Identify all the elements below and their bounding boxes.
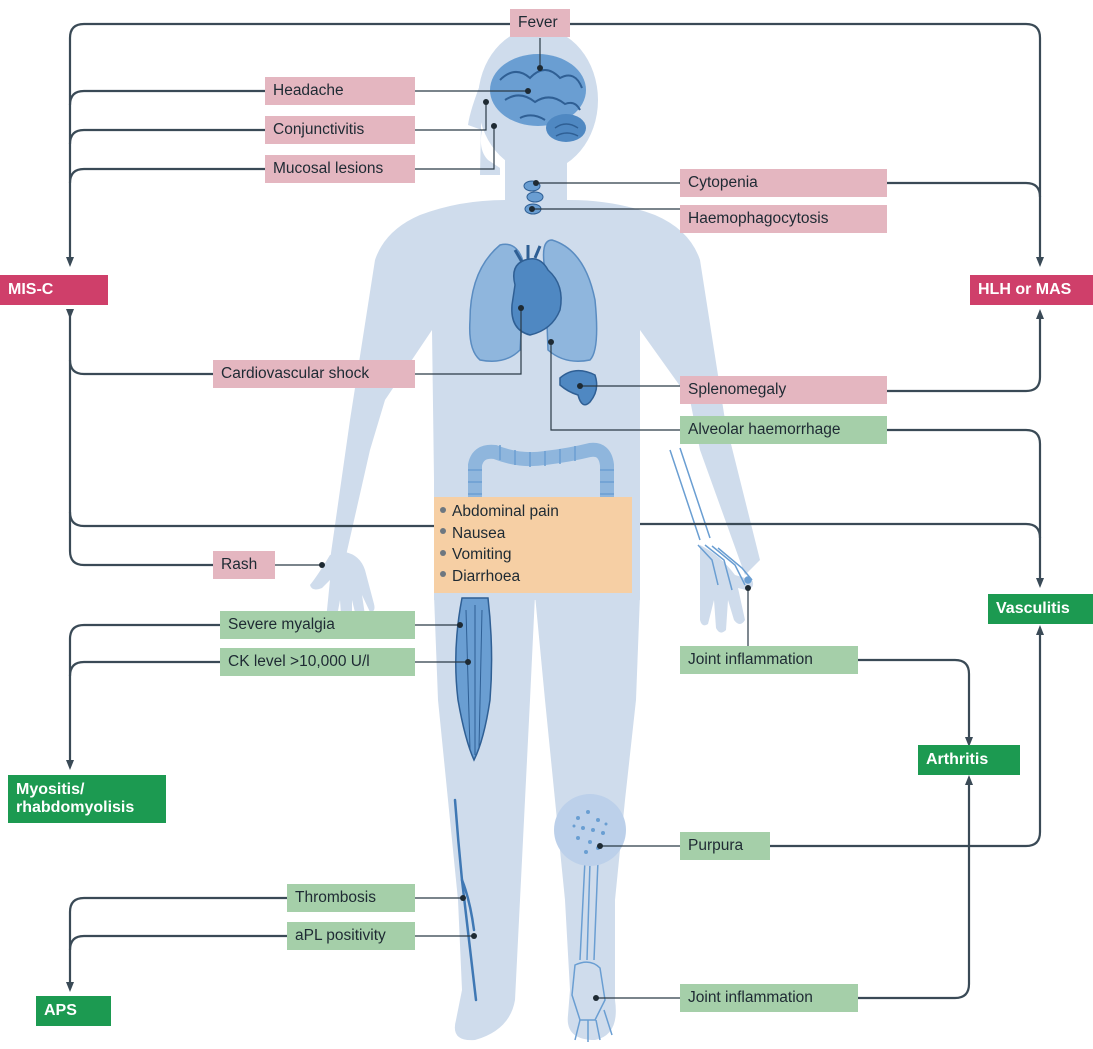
gi-symptom-label: Diarrhoea <box>452 568 520 585</box>
outcome-myositis-line2: rhabdomyolisis <box>16 799 158 817</box>
feature-conjunctivitis: Conjunctivitis <box>265 116 415 144</box>
feature-alveolar-haemorrhage: Alveolar haemorrhage <box>680 416 887 444</box>
gi-symptom-label: Nausea <box>452 525 505 542</box>
feature-rash: Rash <box>213 551 275 579</box>
gi-symptom-label: Vomiting <box>452 546 511 563</box>
bullet-icon <box>440 528 446 534</box>
feature-purpura: Purpura <box>680 832 770 860</box>
bullet-icon <box>440 571 446 577</box>
feature-cytopenia: Cytopenia <box>680 169 887 197</box>
feature-fever: Fever <box>510 9 570 37</box>
feature-headache: Headache <box>265 77 415 105</box>
feature-joint-inflammation-lower: Joint inflammation <box>680 984 858 1012</box>
gi-symptom-item: Abdominal pain <box>440 501 626 523</box>
gi-symptom-item: Diarrhoea <box>440 566 626 588</box>
feature-splenomegaly: Splenomegaly <box>680 376 887 404</box>
gi-symptom-label: Abdominal pain <box>452 503 559 520</box>
outcome-myositis-line1: Myositis/ <box>16 781 158 799</box>
gi-symptom-item: Vomiting <box>440 544 626 566</box>
feature-joint-inflammation-upper: Joint inflammation <box>680 646 858 674</box>
outcome-arthritis: Arthritis <box>918 745 1020 775</box>
purpura-icon <box>554 794 626 866</box>
feature-haemophagocytosis: Haemophagocytosis <box>680 205 887 233</box>
outcome-aps: APS <box>36 996 111 1026</box>
outcome-vasculitis: Vasculitis <box>988 594 1093 624</box>
feature-apl-positivity: aPL positivity <box>287 922 415 950</box>
feature-cardiovascular-shock: Cardiovascular shock <box>213 360 415 388</box>
gi-symptoms-box: Abdominal pain Nausea Vomiting Diarrhoea <box>434 497 632 593</box>
outcome-hlh-or-mas: HLH or MAS <box>970 275 1093 305</box>
outcome-myositis-rhabdomyolysis: Myositis/ rhabdomyolisis <box>8 775 166 823</box>
feature-ck-level: CK level >10,000 U/l <box>220 648 415 676</box>
bullet-icon <box>440 507 446 513</box>
outcome-mis-c: MIS-C <box>0 275 108 305</box>
gi-symptom-item: Nausea <box>440 523 626 545</box>
bullet-icon <box>440 550 446 556</box>
feature-mucosal-lesions: Mucosal lesions <box>265 155 415 183</box>
feature-severe-myalgia: Severe myalgia <box>220 611 415 639</box>
feature-thrombosis: Thrombosis <box>287 884 415 912</box>
